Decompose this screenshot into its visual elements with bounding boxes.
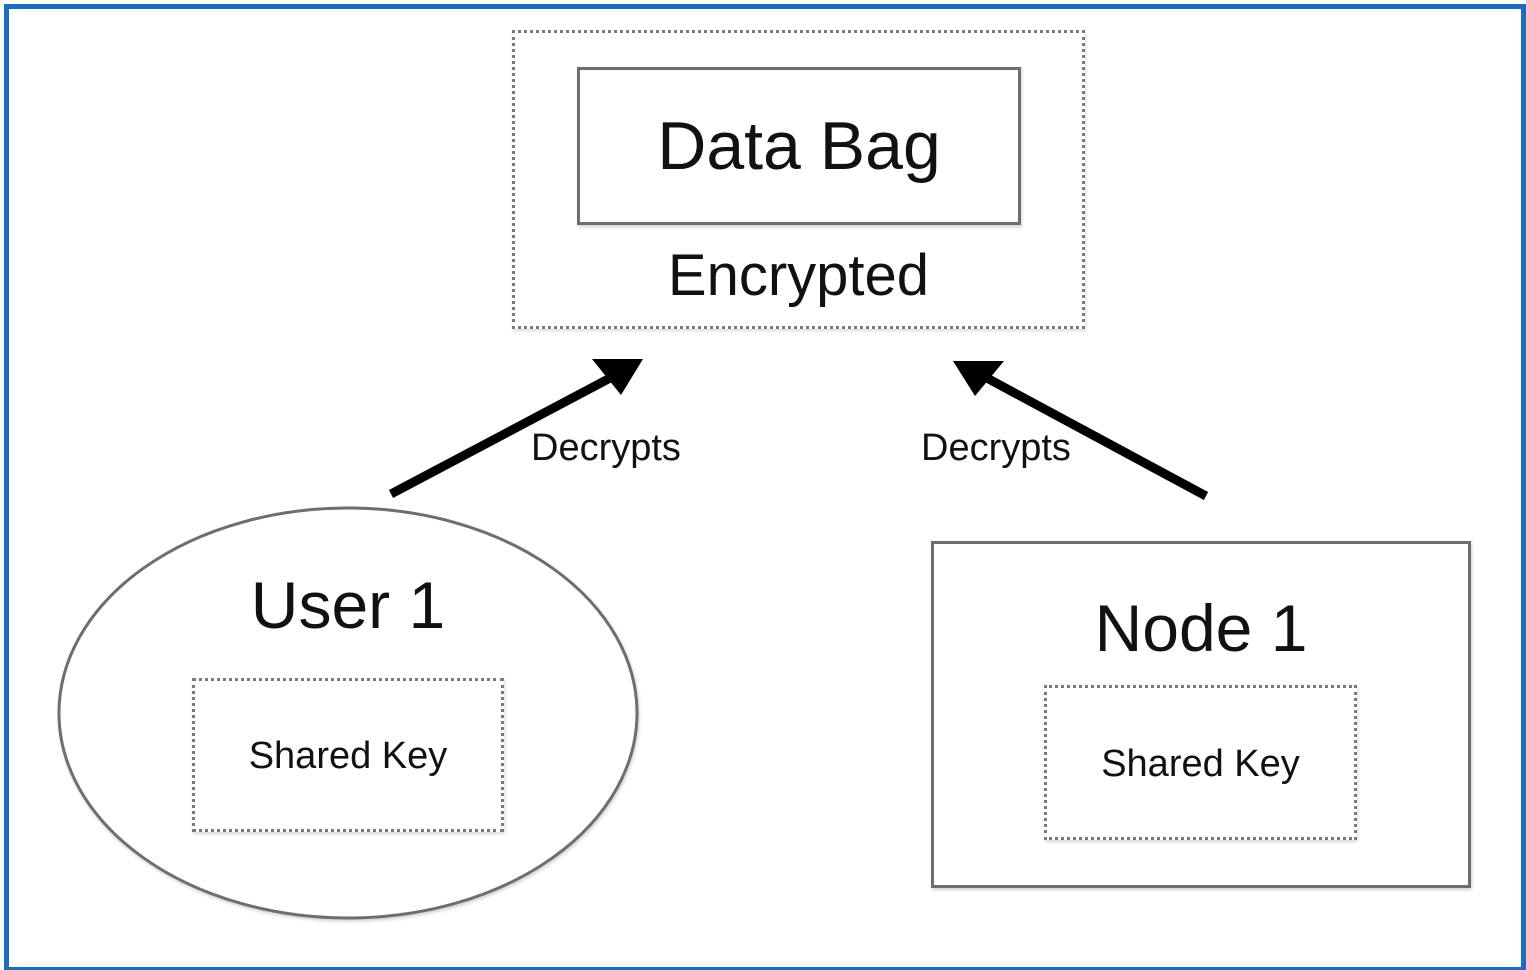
node-title: Node 1 bbox=[1094, 591, 1308, 665]
edge-label-node-decrypts: Decrypts bbox=[921, 427, 1071, 469]
arrow-node-to-databag bbox=[953, 361, 1209, 500]
node-shared-key-box bbox=[1044, 685, 1357, 840]
edge-label-user-decrypts: Decrypts bbox=[531, 427, 681, 469]
data-bag-box bbox=[577, 67, 1021, 225]
outer-frame bbox=[4, 4, 1526, 970]
encrypted-container bbox=[512, 30, 1085, 329]
encrypted-caption: Encrypted bbox=[667, 243, 930, 308]
node-shared-key-label: Shared Key bbox=[1101, 743, 1300, 785]
arrow-user-to-databag bbox=[388, 359, 643, 498]
user-title: User 1 bbox=[250, 568, 446, 642]
data-bag-title: Data Bag bbox=[657, 108, 941, 184]
user-shared-key-box bbox=[192, 678, 504, 832]
user-shared-key-label: Shared Key bbox=[248, 735, 448, 777]
